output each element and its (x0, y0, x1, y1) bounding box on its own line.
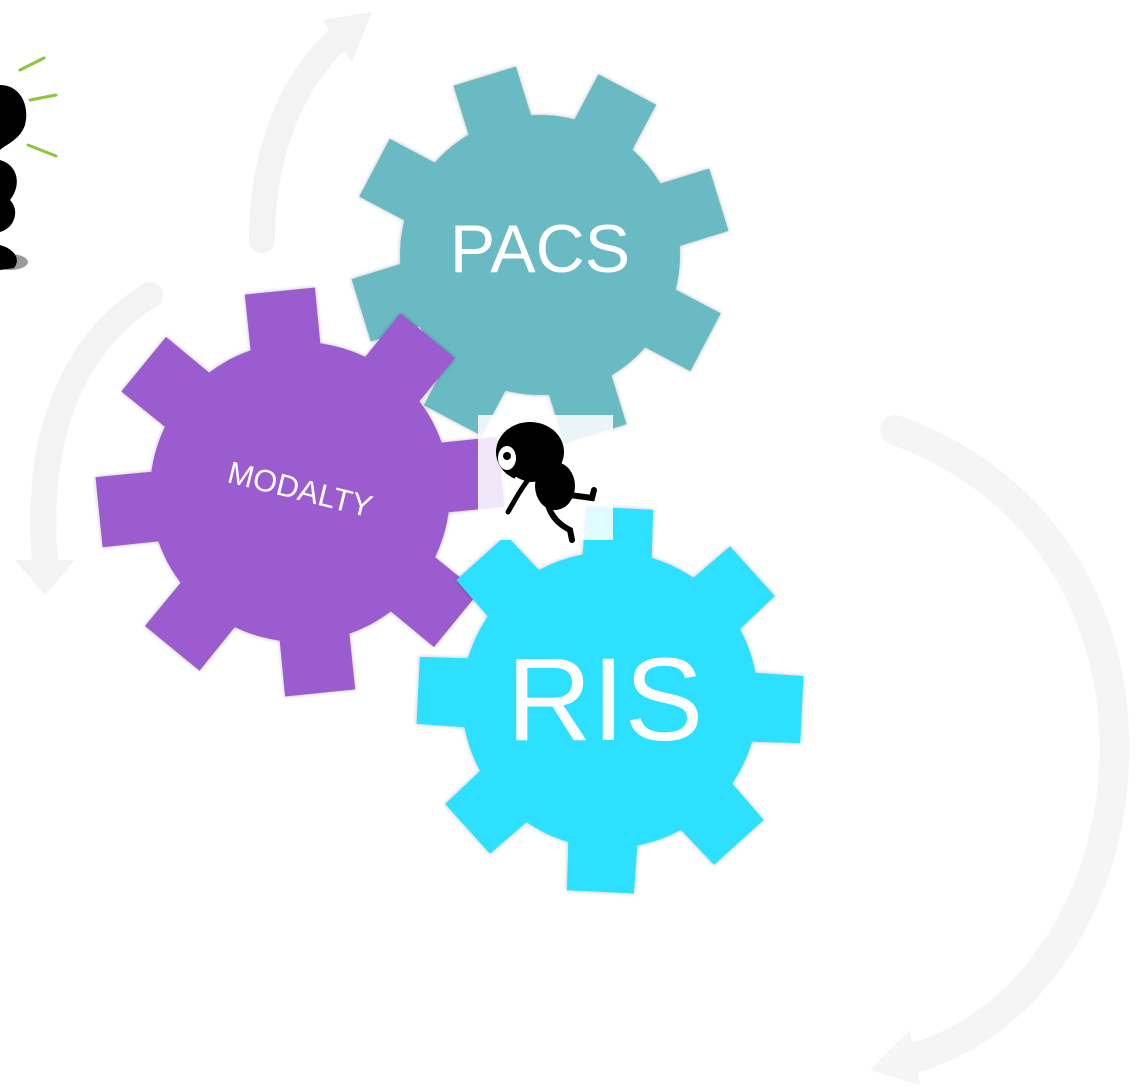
exclamation-line-2 (28, 93, 58, 102)
figure-body (0, 85, 27, 150)
pacs-label: PACS (450, 211, 630, 287)
cartoon-figure-partial (0, 85, 28, 270)
modality-gear-hub (150, 342, 450, 642)
figure-leg (0, 245, 17, 270)
cartoon-figure-climbing (478, 415, 613, 543)
figure-eye (503, 452, 511, 460)
exclamation-line-3 (26, 143, 58, 158)
gear-pacs (351, 66, 729, 444)
figure-arm (505, 477, 531, 515)
gear-modality (95, 287, 505, 697)
arrow-head-left (15, 560, 75, 595)
figure-torso-small (535, 462, 575, 510)
arrow-head-right (870, 1030, 920, 1085)
exclamation-line-1 (18, 56, 46, 72)
cycle-arrows (15, 12, 1130, 1085)
arrow-arc-top (249, 17, 363, 253)
ris-label: RIS (507, 634, 704, 766)
exclamation-lines (18, 56, 58, 158)
figure-leg-2 (567, 487, 597, 502)
arrow-arc-right (880, 415, 1130, 1075)
pacs-gear-hub (400, 115, 680, 395)
gear-ris (416, 506, 804, 894)
ris-gear-hub (462, 552, 758, 848)
figure-torso (0, 160, 17, 232)
figure-leg-1 (545, 502, 575, 543)
arrow-head-top (322, 12, 372, 62)
arrow-arc-left (30, 282, 163, 573)
